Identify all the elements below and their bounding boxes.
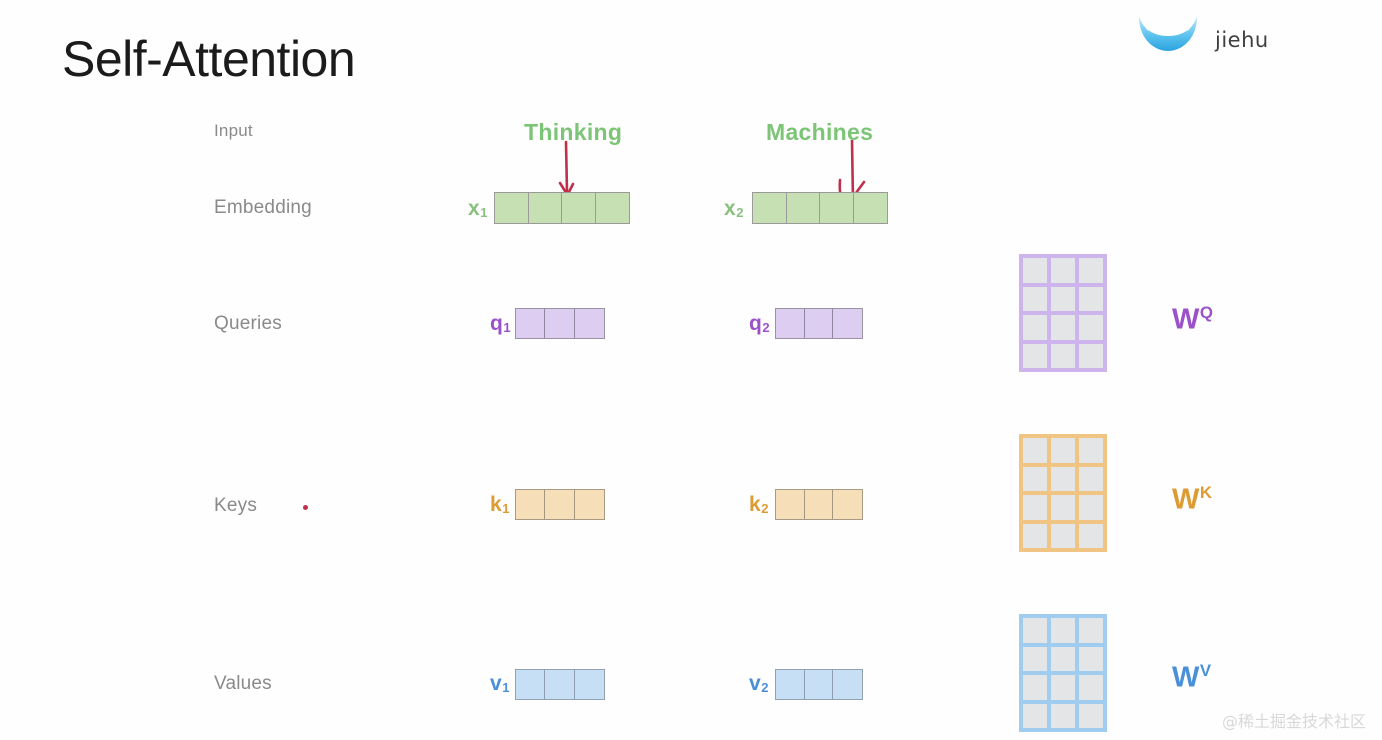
matrix-cell [1023, 466, 1047, 491]
word-machines: Machines [766, 119, 874, 145]
row-label-values: Values [214, 673, 272, 694]
matrix-cell [1079, 315, 1103, 340]
vector-cell [516, 309, 546, 338]
value-vector-v1 [515, 669, 605, 700]
matrix-cell [1079, 286, 1103, 311]
matrix-cell [1051, 315, 1075, 340]
vector-cell [753, 193, 787, 223]
vector-cell [574, 670, 604, 699]
watermark: @稀土掘金技术社区 [1221, 712, 1366, 731]
value-vector-v2 [775, 669, 863, 700]
matrix-cell [1051, 523, 1075, 548]
matrix-cell [1023, 343, 1047, 368]
vector-cell [776, 309, 805, 338]
matrix-cell [1079, 703, 1103, 728]
vector-cell [528, 193, 562, 223]
matrix-cell [1023, 675, 1047, 700]
matrix-cell [1051, 343, 1075, 368]
key-vector-k2 [775, 489, 863, 520]
page-title: Self-Attention [62, 31, 356, 87]
matrix-cell [1051, 703, 1075, 728]
embedding-vector-x1 [494, 192, 630, 224]
matrix-cell [1023, 258, 1047, 283]
vector-cell [786, 193, 820, 223]
vector-cell [545, 670, 575, 699]
matrix-cell [1051, 438, 1075, 463]
matrix-cell [1079, 343, 1103, 368]
matrix-cell [1023, 618, 1047, 643]
query-vector-q1 [515, 308, 605, 339]
matrix-cell [1051, 675, 1075, 700]
weight-matrix-wk [1019, 434, 1107, 552]
vector-cell [574, 309, 604, 338]
vector-cell [776, 670, 805, 699]
vector-cell [516, 670, 546, 699]
vector-cell [804, 670, 834, 699]
query-vector-q2 [775, 308, 863, 339]
word-thinking: Thinking [524, 119, 623, 145]
matrix-cell [1023, 495, 1047, 520]
key-vector-k1 [515, 489, 605, 520]
vector-label-x2: x2 [724, 197, 744, 220]
row-label-queries: Queries [214, 313, 282, 334]
keys-row-dot-marker [303, 505, 308, 510]
weight-matrix-wv [1019, 614, 1107, 732]
vector-cell [804, 490, 834, 519]
vector-cell [516, 490, 546, 519]
matrix-cell [1079, 523, 1103, 548]
vector-cell [833, 309, 862, 338]
vector-cell [804, 309, 834, 338]
brand-logo: jiehu [1135, 14, 1269, 56]
vector-cell [833, 490, 862, 519]
row-label-input: Input [214, 121, 253, 140]
embedding-vector-x2 [752, 192, 888, 224]
matrix-cell [1023, 286, 1047, 311]
vector-label-x1: x1 [468, 197, 488, 220]
vector-label-q2: q2 [749, 312, 770, 335]
matrix-label-wk: WK [1172, 483, 1213, 516]
matrix-cell [1051, 466, 1075, 491]
matrix-label-wq: WQ [1172, 303, 1213, 336]
row-label-keys: Keys [214, 495, 258, 516]
vector-label-v2: v2 [749, 672, 769, 695]
matrix-cell [1079, 495, 1103, 520]
brand-name: jiehu [1215, 28, 1269, 52]
vector-cell [833, 670, 862, 699]
vector-cell [574, 490, 604, 519]
smile-curve-logo-icon [1135, 14, 1201, 56]
vector-cell [853, 193, 887, 223]
vector-cell [495, 193, 529, 223]
vector-cell [562, 193, 596, 223]
matrix-cell [1023, 523, 1047, 548]
vector-cell [545, 309, 575, 338]
vector-label-k1: k1 [490, 493, 510, 516]
matrix-cell [1051, 495, 1075, 520]
vector-label-v1: v1 [490, 672, 510, 695]
vector-cell [820, 193, 854, 223]
matrix-cell [1079, 646, 1103, 671]
matrix-cell [1079, 466, 1103, 491]
matrix-cell [1051, 286, 1075, 311]
matrix-cell [1079, 675, 1103, 700]
vector-cell [776, 490, 805, 519]
matrix-cell [1051, 618, 1075, 643]
weight-matrix-wq [1019, 254, 1107, 372]
matrix-cell [1079, 258, 1103, 283]
vector-cell [595, 193, 629, 223]
matrix-label-wv: WV [1172, 661, 1212, 694]
matrix-cell [1023, 438, 1047, 463]
vector-label-k2: k2 [749, 493, 769, 516]
matrix-cell [1051, 646, 1075, 671]
matrix-cell [1079, 618, 1103, 643]
matrix-cell [1079, 438, 1103, 463]
matrix-cell [1023, 646, 1047, 671]
vector-label-q1: q1 [490, 312, 511, 335]
matrix-cell [1051, 258, 1075, 283]
row-label-embedding: Embedding [214, 197, 312, 218]
matrix-cell [1023, 315, 1047, 340]
matrix-cell [1023, 703, 1047, 728]
vector-cell [545, 490, 575, 519]
